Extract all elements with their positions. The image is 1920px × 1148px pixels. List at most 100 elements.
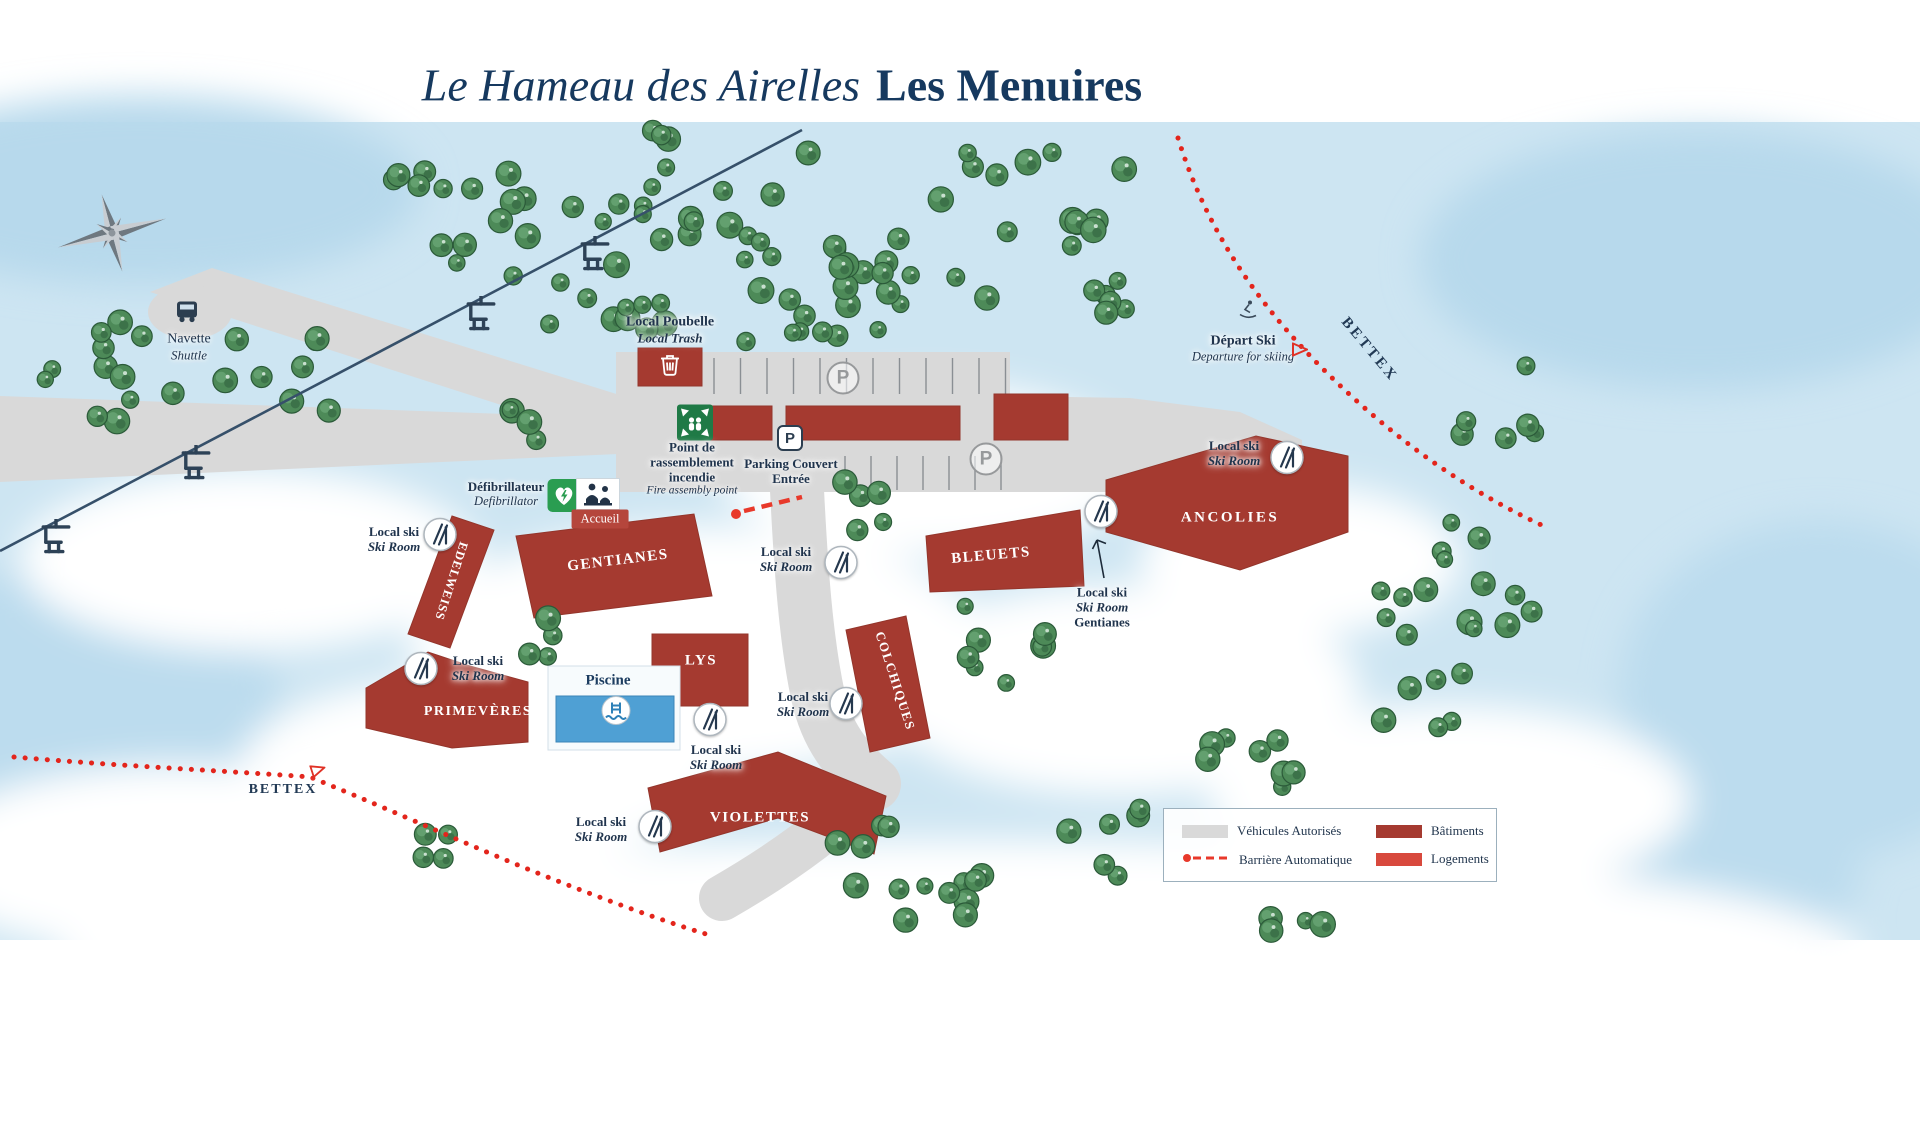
page-title: Le Hameau des Airelles Les Menuires (422, 59, 1142, 112)
legend-item-roads: Véhicules Autorisés (1182, 823, 1341, 839)
tree-icon (1098, 813, 1120, 835)
parking-icon: P (969, 442, 1003, 476)
building-violettes-shape (647, 751, 887, 855)
pool-icon (601, 696, 631, 731)
tree-icon (386, 163, 411, 188)
tree-icon (938, 881, 961, 904)
tree-icon (635, 317, 659, 341)
tree-icon (517, 642, 541, 666)
tree-icon (869, 321, 887, 339)
tree-icon (683, 211, 705, 232)
tree-icon (594, 212, 612, 231)
tree-icon (956, 645, 980, 669)
tree-icon (1516, 413, 1540, 437)
tree-icon (1129, 798, 1151, 820)
tree-icon (1014, 148, 1042, 176)
fire-assembly-icon (677, 404, 713, 446)
tree-icon (1093, 853, 1116, 876)
ski-room-icon (638, 809, 672, 849)
tree-icon (649, 227, 674, 252)
building-strip-c-shape (993, 393, 1069, 441)
legend-logement-swatch (1376, 852, 1422, 866)
tree-icon (832, 274, 859, 301)
tree-icon (650, 124, 672, 146)
ski-room-icon (693, 702, 727, 742)
legend-item-buildings: Bâtiments (1376, 823, 1484, 839)
tree-icon (452, 232, 477, 257)
tree-icon (526, 429, 547, 451)
tree-icon (1465, 619, 1483, 638)
tree-icon (824, 830, 851, 856)
building-gentianes-shape (515, 513, 713, 619)
tree-icon (716, 211, 744, 239)
tree-icon (762, 247, 782, 267)
tree-icon (1248, 739, 1272, 763)
tree-icon (888, 878, 910, 900)
tree-icon (120, 390, 140, 409)
tree-icon (901, 266, 920, 285)
tree-icon (965, 627, 992, 653)
tree-icon (1435, 550, 1454, 569)
trail-bettex-top (1175, 135, 1551, 531)
tree-icon (540, 314, 560, 334)
ski-room-label: Local ski Ski Room (574, 813, 628, 844)
tree-icon (109, 363, 136, 390)
title-part1: Le Hameau des Airelles (421, 59, 861, 111)
ski-room-label: Local ski Ski Room (776, 688, 830, 719)
bettex-flag-icon (309, 761, 329, 783)
tree-icon (561, 195, 585, 219)
tree-icon (130, 325, 153, 348)
tree-icon (250, 365, 273, 389)
tree-icon (643, 178, 662, 196)
tree-icon (1376, 608, 1396, 628)
tree-icon (1467, 526, 1491, 550)
tree-icon (1516, 356, 1536, 376)
tree-icon (1494, 427, 1517, 450)
tree-icon (1094, 300, 1119, 325)
tree-icon (291, 355, 315, 379)
trails-layer (11, 135, 1551, 937)
ski-lift-cable (0, 128, 803, 553)
covered-parking-icon: P (777, 425, 803, 451)
legend: Véhicules Autorisés Bâtiments Barrière A… (1163, 808, 1497, 882)
title-part2: Les Menuires (876, 59, 1143, 111)
tree-icon (90, 322, 112, 343)
tree-icon (783, 323, 802, 342)
tree-icon (1056, 818, 1082, 844)
building-label-primeveres: PRIMEVÈRES (423, 704, 533, 719)
tree-icon (747, 277, 775, 305)
tree-icon (842, 872, 869, 899)
tree-icon (538, 647, 557, 666)
ski-departure-label: Départ Ski Departure for skiing (1191, 333, 1295, 364)
tree-icon (1309, 910, 1336, 938)
ski-room-label: Local ski Ski Room (759, 543, 813, 574)
tree-icon (651, 293, 671, 313)
road-south (770, 463, 901, 811)
tree-icon (413, 822, 437, 846)
covered-parking-label: Parking Couvert Entrée (744, 455, 838, 486)
forest-layer (36, 119, 1545, 943)
shuttle-label: Navette Shuttle (167, 331, 211, 363)
tree-icon (514, 223, 541, 250)
tree-icon (846, 518, 869, 542)
tree-icon (892, 907, 919, 933)
ski-room-label: Local ski Ski Room (451, 652, 505, 683)
building-colchiques-shape (845, 615, 931, 753)
tree-icon (407, 174, 431, 198)
tree-icon (656, 158, 676, 177)
defibrillator-icon (547, 479, 581, 517)
ski-room-icon (404, 651, 438, 691)
fire-assembly-label: Point de rassemblement incendie Fire ass… (646, 439, 738, 497)
tree-icon (495, 160, 522, 187)
tree-icon (875, 279, 901, 305)
legend-item-logements: Logements (1376, 851, 1489, 867)
tree-icon (1371, 581, 1391, 601)
tree-icon (412, 846, 435, 869)
tree-icon (1494, 612, 1521, 639)
pool-label: Piscine (585, 672, 631, 689)
tree-icon (1061, 235, 1082, 256)
tree-icon (1083, 279, 1106, 302)
tree-icon (429, 233, 454, 258)
